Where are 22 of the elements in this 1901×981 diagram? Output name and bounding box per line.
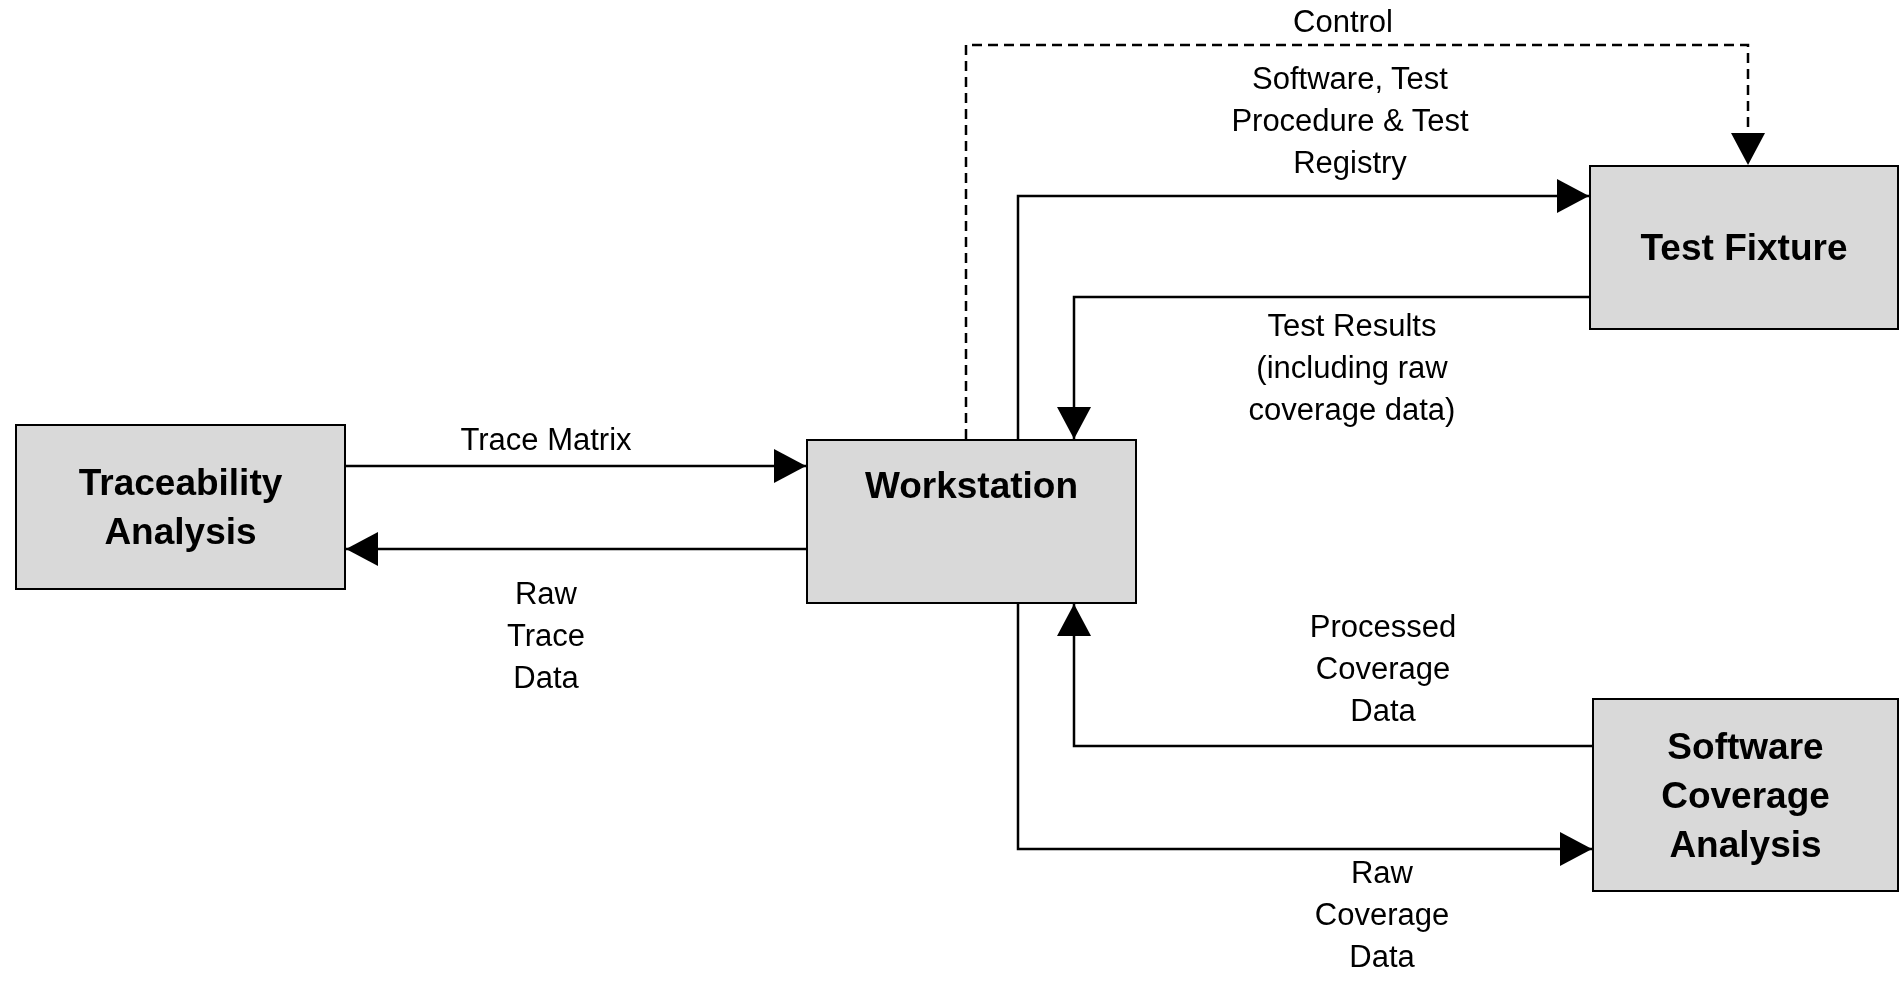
arrow <box>346 449 806 483</box>
box-title: Traceability Analysis <box>77 461 284 554</box>
edge-label: Trace Matrix <box>459 421 633 459</box>
edge-label: Control <box>1292 3 1394 41</box>
edge-label: Raw Trace Data <box>505 575 587 697</box>
box-title: Software Coverage Analysis <box>1660 724 1831 867</box>
edge-label: Test Results (including raw coverage data) <box>1247 307 1457 429</box>
process-box <box>1592 698 1899 892</box>
process-box <box>806 439 1137 604</box>
process-box <box>15 424 346 590</box>
box-title: Test Fixture <box>1639 226 1849 270</box>
arrow <box>1016 179 1589 439</box>
arrow <box>1057 295 1589 439</box>
arrow <box>1016 604 1592 866</box>
edge-label: Raw Coverage Data <box>1313 854 1451 976</box>
dashed-arrow <box>964 43 1765 439</box>
process-box <box>1589 165 1899 330</box>
edge-label: Software, Test Procedure & Test Registry <box>1230 60 1470 182</box>
edge-label: Processed Coverage Data <box>1308 608 1458 730</box>
box-title: Workstation <box>863 464 1080 508</box>
arrow <box>1057 604 1592 748</box>
arrow <box>346 532 806 566</box>
